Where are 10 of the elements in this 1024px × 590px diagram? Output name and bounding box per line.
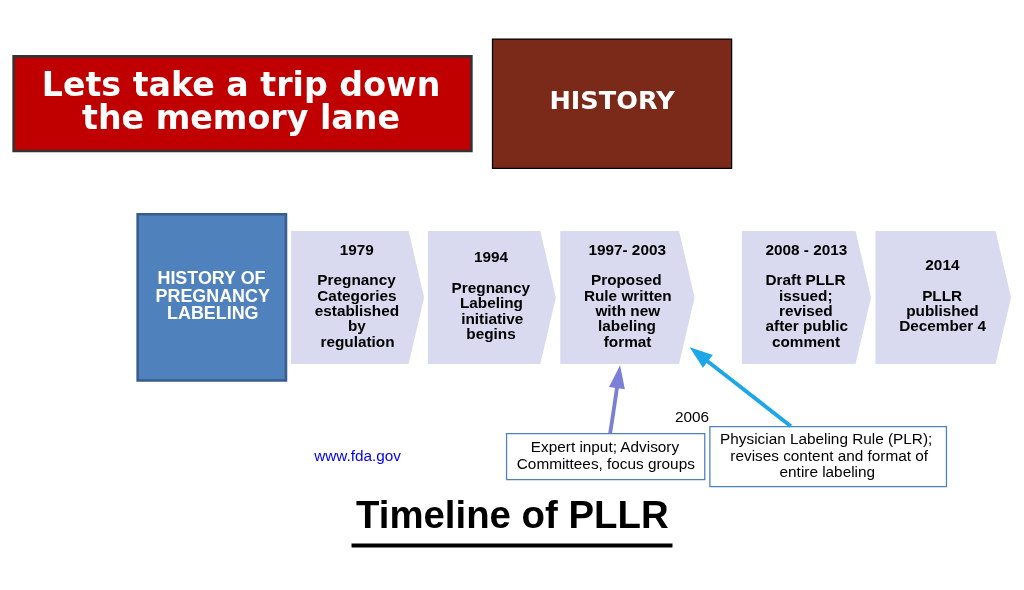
node-box: Expert input; Advisory Committees, focus groups: [505, 432, 706, 480]
arrow: [689, 346, 793, 428]
arrow: [608, 364, 625, 434]
diagram-title: Timeline of PLLR: [356, 492, 669, 536]
node-box: Lets take a trip down the memory lane: [12, 54, 473, 152]
node-box: HISTORY OF PREGNANCY LABELING: [136, 212, 288, 382]
label: www.fda.gov: [314, 446, 402, 464]
node-box: Physician Labeling Rule (PLR); revises content and format of entire labeling: [709, 425, 948, 487]
node-label: 2006: [674, 407, 710, 425]
node-box: HISTORY: [491, 37, 733, 169]
